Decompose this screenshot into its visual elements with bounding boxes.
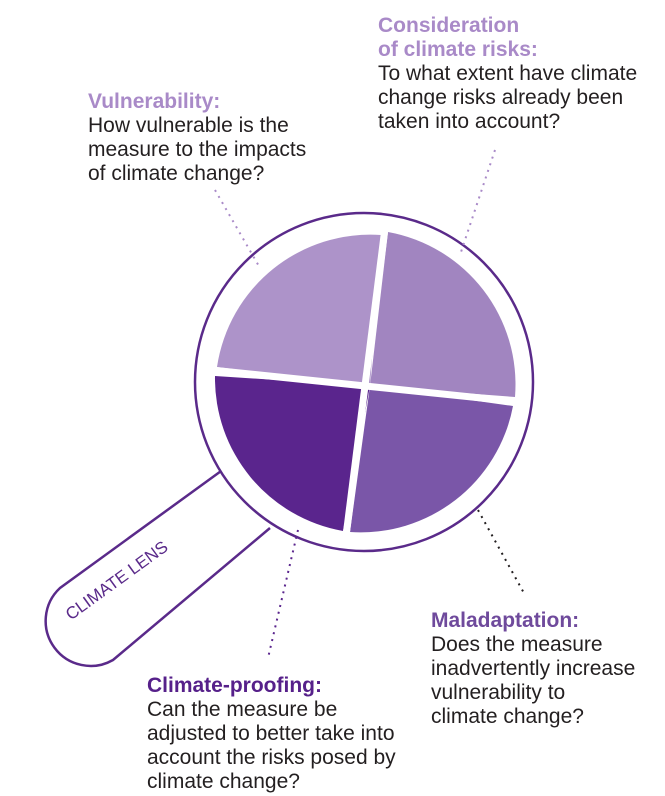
callout-maladaptation: Maladaptation: Does the measure inadvert… (431, 609, 665, 729)
lens-handle (44, 464, 271, 668)
quadrant-climate-proofing (214, 376, 370, 531)
vulnerability-text: How vulnerable is the measure to the imp… (88, 114, 307, 185)
consideration-text: To what extent have climate change risks… (378, 62, 638, 133)
consideration-title: Consideration of climate risks: (378, 14, 538, 61)
vulnerability-title: Vulnerability: (88, 90, 221, 113)
callout-climate-proofing: Climate-proofing: Can the measure be adj… (147, 674, 447, 794)
connector-climate-proofing (267, 529, 299, 659)
climate-proofing-text: Can the measure be adjusted to better ta… (147, 698, 396, 793)
callout-vulnerability: Vulnerability: How vulnerable is the mea… (88, 90, 358, 186)
climate-proofing-title: Climate-proofing: (147, 674, 322, 697)
divider-vertical (342, 227, 389, 537)
connector-maladaptation (477, 509, 526, 596)
maladaptation-text: Does the measure inadvertently increase … (431, 633, 636, 728)
quadrant-vulnerability (217, 234, 381, 386)
quadrant-maladaptation (350, 386, 513, 533)
maladaptation-title: Maladaptation: (431, 609, 580, 632)
quadrant-consideration (370, 232, 516, 397)
connector-vulnerability (214, 189, 261, 269)
divider-horizontal (210, 366, 521, 406)
connector-consideration (459, 149, 496, 256)
callout-consideration: Consideration of climate risks: To what … (378, 14, 665, 134)
